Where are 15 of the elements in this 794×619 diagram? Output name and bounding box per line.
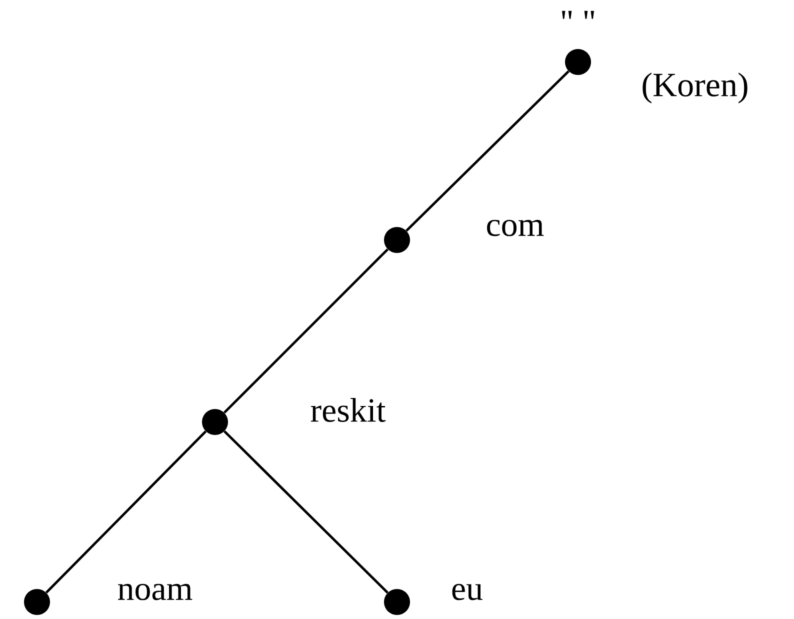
tree-node-dot: [565, 49, 591, 75]
node-label: eu: [452, 584, 482, 600]
tree-line: [45, 430, 207, 594]
tree-node-dot: [24, 589, 50, 615]
tree-node-dot: [202, 409, 228, 435]
node-label: reskit: [310, 398, 386, 422]
tree-node-dot: [384, 589, 410, 615]
node-label: " ": [562, 10, 594, 19]
tree-line: [406, 70, 570, 232]
node-label: noam: [118, 584, 192, 600]
tree-node-dot: [384, 227, 410, 253]
tree-line: [224, 430, 388, 594]
node-label: com: [487, 220, 544, 236]
tree-line: [223, 248, 389, 414]
node-label: (Koren): [642, 72, 748, 104]
